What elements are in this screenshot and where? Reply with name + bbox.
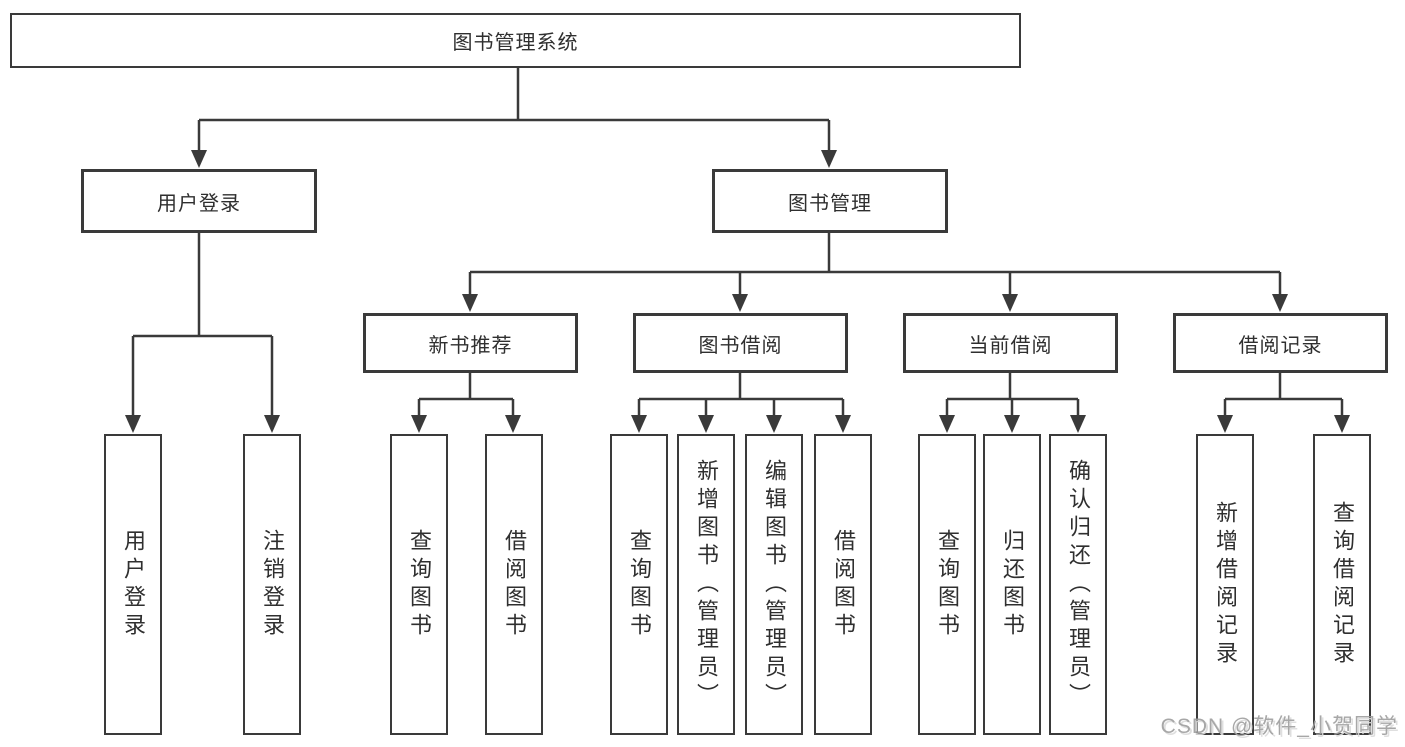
- leaf-label: 新增借阅记录: [1213, 500, 1238, 669]
- leaf-add-books-admin: 新增图书（管理员）: [677, 434, 735, 735]
- node-new-book-recommendation: 新书推荐: [363, 313, 578, 373]
- node-book-borrowing: 图书借阅: [633, 313, 848, 373]
- node-borrowing-records: 借阅记录: [1173, 313, 1388, 373]
- leaf-borrow-books-borrowing: 借阅图书: [814, 434, 872, 735]
- leaf-edit-books-admin: 编辑图书（管理员）: [745, 434, 803, 735]
- node-book-management: 图书管理: [712, 169, 948, 233]
- connector-lines: [131, 68, 1344, 418]
- arrowhead-icon: [1004, 415, 1020, 433]
- leaf-label: 注销登录: [260, 528, 285, 641]
- leaf-label: 查询图书: [935, 528, 960, 641]
- leaf-label: 查询图书: [627, 528, 652, 641]
- leaf-label: 借阅图书: [502, 528, 527, 641]
- arrowhead-icon: [505, 415, 521, 433]
- arrowhead-icon: [835, 415, 851, 433]
- leaf-borrow-books-recommend: 借阅图书: [485, 434, 543, 735]
- leaf-label: 归还图书: [1000, 528, 1025, 641]
- leaf-label: 编辑图书（管理员）: [762, 458, 787, 711]
- leaf-user-login: 用户登录: [104, 434, 162, 735]
- arrowheads: [125, 150, 1350, 433]
- node-library-management-system: 图书管理系统: [10, 13, 1021, 68]
- arrowhead-icon: [631, 415, 647, 433]
- arrowhead-icon: [698, 415, 714, 433]
- arrowhead-icon: [1272, 294, 1288, 312]
- leaf-return-books: 归还图书: [983, 434, 1041, 735]
- leaf-query-borrow-record: 查询借阅记录: [1313, 434, 1371, 735]
- node-current-borrowing: 当前借阅: [903, 313, 1118, 373]
- leaf-label: 确认归还（管理员）: [1066, 458, 1091, 711]
- arrowhead-icon: [462, 294, 478, 312]
- arrowhead-icon: [191, 150, 207, 168]
- leaf-query-books-recommend: 查询图书: [390, 434, 448, 735]
- leaf-logout: 注销登录: [243, 434, 301, 735]
- leaf-label: 新增图书（管理员）: [694, 458, 719, 711]
- watermark: CSDN @软件_小贺同学: [1160, 715, 1398, 738]
- leaf-confirm-return-admin: 确认归还（管理员）: [1049, 434, 1107, 735]
- arrowhead-icon: [1070, 415, 1086, 433]
- leaf-label: 查询图书: [407, 528, 432, 641]
- arrowhead-icon: [411, 415, 427, 433]
- arrowhead-icon: [939, 415, 955, 433]
- leaf-label: 查询借阅记录: [1330, 500, 1355, 669]
- leaf-query-books-current: 查询图书: [918, 434, 976, 735]
- node-user-login: 用户登录: [81, 169, 317, 233]
- leaf-label: 用户登录: [121, 528, 146, 641]
- arrowhead-icon: [821, 150, 837, 168]
- leaf-label: 借阅图书: [831, 528, 856, 641]
- arrowhead-icon: [732, 294, 748, 312]
- arrowhead-icon: [1334, 415, 1350, 433]
- arrowhead-icon: [1002, 294, 1018, 312]
- arrowhead-icon: [766, 415, 782, 433]
- arrowhead-icon: [125, 415, 141, 433]
- leaf-add-borrow-record: 新增借阅记录: [1196, 434, 1254, 735]
- leaf-query-books-borrowing: 查询图书: [610, 434, 668, 735]
- arrowhead-icon: [264, 415, 280, 433]
- arrowhead-icon: [1217, 415, 1233, 433]
